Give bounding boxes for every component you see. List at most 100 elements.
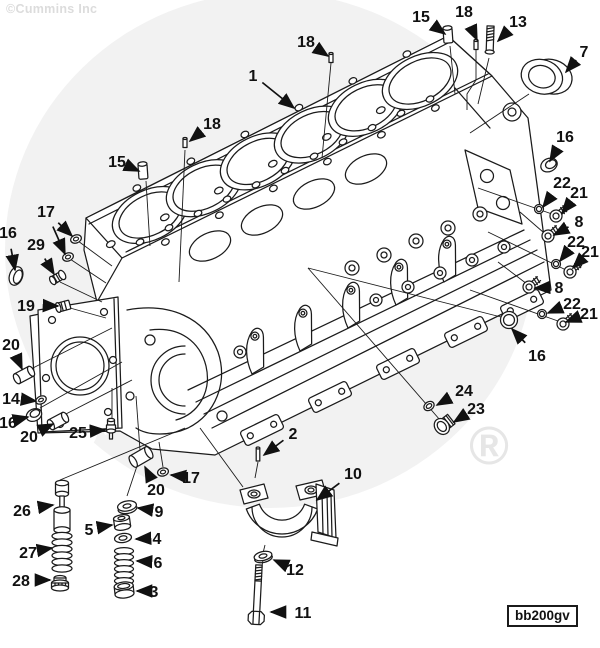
part-cup-5 [112,514,132,531]
callout-arrow [546,300,565,314]
callout-19: 19 [17,298,60,315]
callout-label: 16 [528,348,546,365]
callout-label: 6 [154,555,163,572]
callout-7: 7 [564,44,589,74]
callout-arrow [144,465,158,484]
callout-18: 18 [297,34,330,57]
callout-arrow [560,196,577,215]
callout-2: 2 [262,426,298,457]
callout-10: 10 [315,466,362,502]
part-screw-21 [556,312,576,331]
callout-8: 8 [533,280,564,297]
callout-22: 22 [541,175,571,209]
callout-arrow [36,423,55,437]
registered-trademark-icon: ® [469,416,509,476]
callout-label: 17 [37,204,55,221]
callout-arrow [19,392,38,406]
callout-label: 7 [580,44,589,61]
figure-code-box: bb200gv [507,605,578,627]
part-cup-3 [113,581,135,599]
callout-arrow [564,55,582,74]
callout-16: 16 [549,129,574,163]
callout-label: 8 [555,280,564,297]
part-pin-2 [255,446,261,462]
part-pin-18 [328,51,334,64]
callout-label: 2 [289,426,298,443]
callout-label: 20 [20,429,38,446]
part-nut-17 [70,234,82,244]
copyright-text: ©Cummins Inc [6,2,98,16]
callout-21: 21 [571,244,599,270]
callout-label: 28 [12,573,30,590]
part-cup-plug-16 [540,157,558,173]
callout-17: 17 [169,469,200,487]
callout-label: 9 [155,504,164,521]
part-cup-plug-16 [499,310,519,330]
callout-3: 3 [135,584,159,601]
callout-22: 22 [558,234,585,263]
part-oring-22 [533,203,545,215]
callout-label: 25 [69,425,87,442]
callout-label: 16 [0,225,17,242]
callout-22: 22 [546,296,581,314]
callout-arrow [452,408,471,423]
callout-label: 26 [13,503,31,520]
callout-label: 16 [0,415,17,432]
callout-24: 24 [435,383,473,406]
callout-label: 8 [575,214,584,231]
callout-label: 18 [203,116,221,133]
callout-label: 20 [2,337,20,354]
part-oring-22 [550,258,562,270]
callout-arrow [541,190,558,209]
callout-17: 17 [37,204,74,256]
callout-arrow [564,310,583,323]
callout-label: 24 [455,383,473,400]
callout-26: 26 [13,500,55,520]
callout-27: 27 [19,543,54,562]
callout-label: 1 [249,68,258,85]
callout-arrow [136,503,155,517]
part-screw-21 [563,260,583,279]
part-bushing-7 [520,58,573,95]
callout-arrow [52,226,66,256]
callout-label: 19 [17,298,35,315]
callout-arrow [261,81,296,110]
callout-label: 29 [27,237,45,254]
callout-15: 15 [108,154,141,172]
part-oring-24 [423,400,435,412]
part-washer-4 [113,532,133,544]
callout-23: 23 [452,401,485,423]
figure-code: bb200gv [515,608,570,623]
part-plug-23 [433,413,456,436]
callout-arrow [464,23,478,42]
part-spring-27 [51,531,73,573]
callout-arrow [549,144,564,163]
callout-29: 29 [27,237,55,276]
part-pin-18 [182,136,188,149]
callout-arrow [9,352,23,371]
callout-arrow [533,280,551,295]
callout-arrow [122,158,141,172]
part-dowel-15 [137,161,149,180]
part-bolt-11 [247,564,265,626]
part-plug-29 [48,269,67,286]
callout-18: 18 [188,116,221,143]
callout-label: 17 [182,470,200,487]
callout-label: 23 [467,401,485,418]
part-pin-18 [473,38,479,51]
callout-label: 16 [556,129,574,146]
callout-16: 16 [510,327,546,365]
callout-arrow [95,520,114,535]
part-retainer-28 [50,574,70,592]
callout-1: 1 [249,68,296,110]
callout-label: 21 [580,306,598,323]
callout-6: 6 [135,554,163,572]
callout-label: 14 [2,391,20,408]
callout-15: 15 [412,9,447,36]
part-washer-14 [35,395,47,405]
callout-12: 12 [272,559,304,579]
callout-label: 15 [412,9,430,26]
part-dowel-20 [128,446,154,468]
callout-arrow [315,482,340,502]
